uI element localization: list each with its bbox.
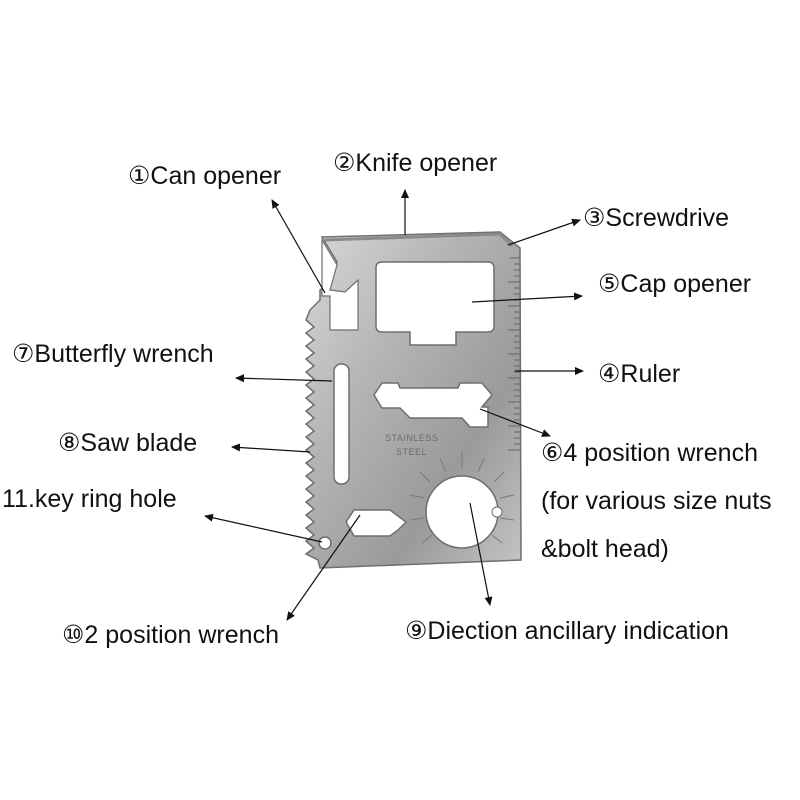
- label-knife-opener: ②Knife opener: [333, 149, 498, 177]
- label-butterfly-wrench: ⑦Butterfly wrench: [12, 340, 214, 368]
- direction-ticks: [409, 452, 515, 544]
- label-ruler: ④Ruler: [598, 360, 681, 388]
- label-cap-opener: ⑤Cap opener: [598, 270, 752, 298]
- label-can-opener: ①Can opener: [128, 162, 282, 190]
- arrow-four-position-wrench: [479, 408, 551, 437]
- ruler-ticks: [508, 257, 520, 451]
- arrow-screwdrive: [507, 218, 581, 246]
- label-four-position-wrench-2: (for various size nuts: [541, 487, 772, 515]
- label-two-position-wrench: ⑩2 position wrench: [62, 621, 279, 649]
- engraving-steel: STEEL: [396, 447, 427, 457]
- can-opener-notch: [321, 237, 359, 331]
- butterfly-wrench-slot: [333, 363, 350, 485]
- four-position-wrench-cutout: [373, 382, 493, 428]
- label-screwdrive: ③Screwdrive: [583, 204, 730, 232]
- label-saw-blade: ⑧Saw blade: [58, 429, 198, 457]
- arrow-two-position-wrench: [286, 514, 361, 621]
- arrow-direction-indication: [469, 502, 493, 606]
- arrow-saw-blade: [231, 443, 311, 453]
- direction-circle-hole: [425, 475, 499, 549]
- arrow-key-ring-hole: [204, 513, 323, 543]
- arrow-cap-opener: [471, 292, 583, 303]
- key-ring-hole: [318, 536, 332, 550]
- engraving-stainless: STAINLESS: [385, 433, 438, 443]
- arrow-butterfly-wrench: [235, 374, 333, 383]
- knife-edge: [324, 232, 514, 248]
- label-direction-indication: ⑨Diection ancillary indication: [405, 617, 729, 645]
- label-key-ring-hole: 11.key ring hole: [2, 485, 177, 513]
- label-four-position-wrench-3: &bolt head): [541, 535, 669, 563]
- two-position-wrench-cutout: [345, 509, 408, 537]
- annotation-arrows: [204, 189, 584, 621]
- direction-small-hole: [491, 506, 503, 518]
- label-four-position-wrench-1: ⑥4 position wrench: [541, 439, 758, 467]
- cap-opener-window: [375, 261, 495, 346]
- arrow-can-opener: [271, 199, 326, 294]
